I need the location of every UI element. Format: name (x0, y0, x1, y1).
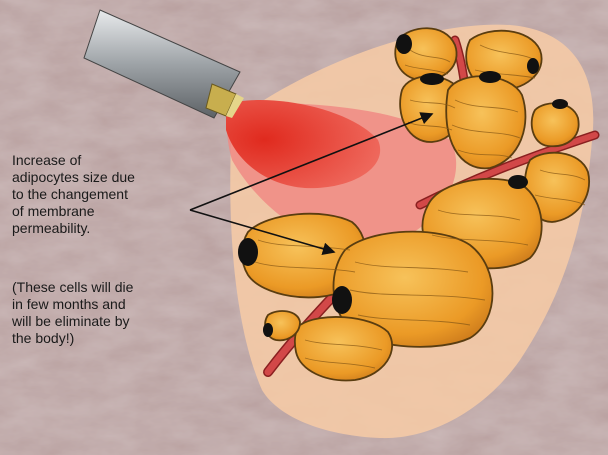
caption-main-line: adipocytes size due (12, 169, 202, 186)
caption-main-line: Increase of (12, 152, 202, 169)
caption-main: Increase of adipocytes size due to the c… (12, 152, 202, 237)
caption-note-line: in few months and (12, 296, 202, 313)
caption-main-line: to the changement (12, 186, 202, 203)
caption-main-line: permeability. (12, 220, 202, 237)
caption-note: (These cells will die in few months and … (12, 279, 202, 347)
caption-main-line: of membrane (12, 203, 202, 220)
caption-note-line: (These cells will die (12, 279, 202, 296)
caption-note-line: the body!) (12, 330, 202, 347)
caption-note-line: will be eliminate by (12, 313, 202, 330)
